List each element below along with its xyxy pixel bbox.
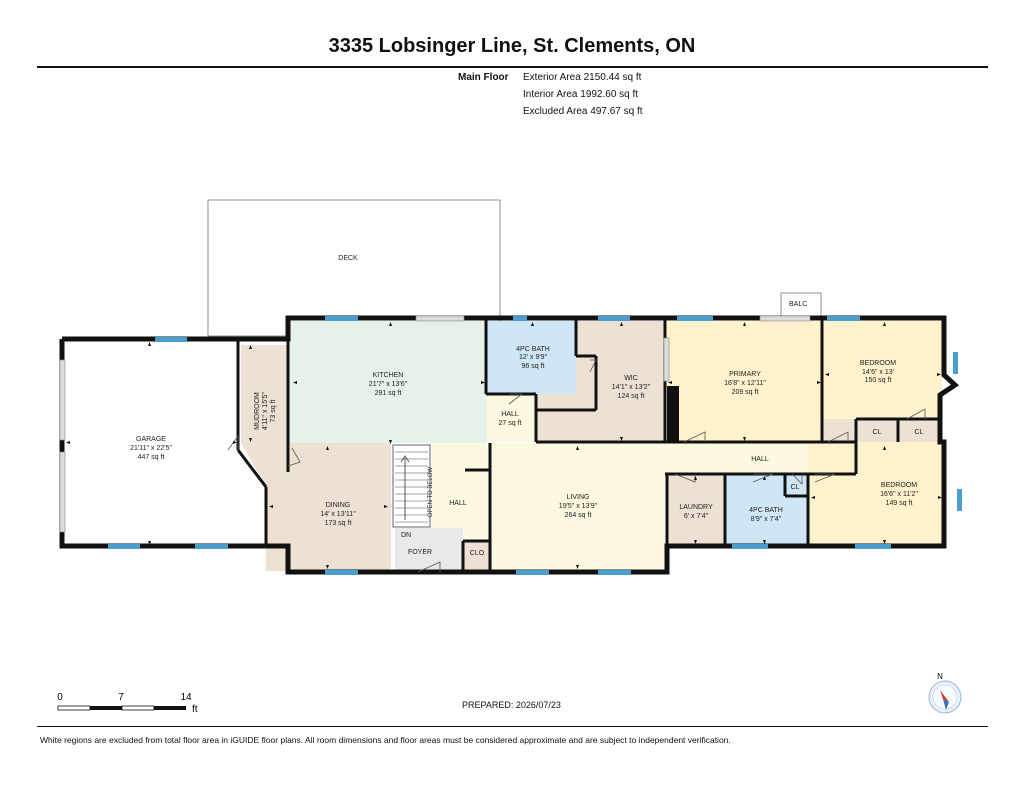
hall-small-label: HALL xyxy=(501,411,519,418)
compass-icon: N xyxy=(928,672,962,714)
wic-label: WIC xyxy=(624,375,638,382)
prepared-date: PREPARED: 2026/07/23 xyxy=(462,700,561,710)
excluded-area: Excluded Area 497.67 sq ft xyxy=(523,106,643,117)
closet-fill-1 xyxy=(822,419,942,442)
wic-fill-2 xyxy=(536,394,576,442)
primary-fill xyxy=(667,321,822,442)
garage-area: 447 sq ft xyxy=(138,454,165,461)
closet-1-label: CL xyxy=(873,429,882,436)
scale-label-0: 0 xyxy=(57,692,63,703)
scale-unit: ft xyxy=(192,704,198,715)
bedroom-1-fill xyxy=(822,321,942,419)
bath-upper-fill xyxy=(487,321,576,394)
bath-upper-area: 96 sq ft xyxy=(522,363,545,370)
mudroom-label: MUDROOM xyxy=(254,392,261,430)
bedroom-1-dims: 14'6" x 13' xyxy=(862,369,894,376)
garage-label: GARAGE xyxy=(136,436,166,443)
staircase xyxy=(392,444,431,528)
kitchen-fill xyxy=(288,321,487,443)
kitchen-dims: 21'7" x 13'6" xyxy=(369,381,408,388)
hall-small-fill xyxy=(487,394,536,442)
kitchen-label: KITCHEN xyxy=(373,372,404,379)
bedroom-2-fill xyxy=(808,442,944,546)
exterior-area: Exterior Area 2150.44 sq ft xyxy=(523,72,642,83)
page-title: 3335 Lobsinger Line, St. Clements, ON xyxy=(328,35,696,57)
kitchen-area: 291 sq ft xyxy=(375,390,402,397)
living-dims: 19'5" x 13'9" xyxy=(559,503,598,510)
bedroom-2-area: 149 sq ft xyxy=(886,500,913,507)
primary-dims: 16'8" x 12'11" xyxy=(724,380,766,387)
wic-area: 124 sq ft xyxy=(618,393,645,400)
compass-north-label: N xyxy=(937,672,943,681)
bath-upper-label: 4PC BATH xyxy=(516,346,550,353)
laundry-label: LAUNDRY xyxy=(679,504,713,511)
laundry-fill xyxy=(667,474,725,545)
living-fill xyxy=(490,443,665,571)
bath-lower-dims: 8'9" x 7'4" xyxy=(751,516,782,523)
dimension-ticks xyxy=(66,322,942,569)
foyer-fill xyxy=(395,528,463,572)
dining-dims: 14' x 13'11" xyxy=(320,511,356,518)
bath-lower-label: 4PC BATH xyxy=(749,507,783,514)
primary-area: 209 sq ft xyxy=(732,389,759,396)
hall-main-label: HALL xyxy=(751,456,769,463)
scale-label-7: 7 xyxy=(118,692,124,703)
clo-fill xyxy=(463,541,490,571)
bedroom-2-label: BEDROOM xyxy=(881,482,917,489)
footer-divider xyxy=(37,726,988,727)
laundry-dims: 6' x 7'4" xyxy=(684,513,709,520)
door-openings xyxy=(59,315,811,533)
mudroom-area: 73 sq ft xyxy=(270,399,277,422)
primary-wall-block xyxy=(667,386,679,442)
hall-left-label: HALL xyxy=(449,500,467,507)
dining-label: DINING xyxy=(326,502,351,509)
floor-name: Main Floor xyxy=(458,72,509,83)
wic-dims: 14'1" x 13'2" xyxy=(612,384,651,391)
bath-lower-fill xyxy=(725,474,808,545)
closet-3-label: CL xyxy=(791,484,800,491)
foyer-label: FOYER xyxy=(408,549,432,556)
living-area: 264 sq ft xyxy=(565,512,592,519)
garage-dims: 21'11" x 22'5" xyxy=(130,445,172,452)
bath-upper-dims: 12' x 9'9" xyxy=(519,354,548,361)
windows xyxy=(108,316,962,575)
closet-2-label: CL xyxy=(915,429,924,436)
scale-label-14: 14 xyxy=(180,692,192,703)
clo-label: CLO xyxy=(470,550,485,557)
scale-bar: 0 7 14 ft xyxy=(57,692,198,715)
stairs-down-label: DN xyxy=(401,532,411,539)
balcony-area xyxy=(780,292,822,320)
hall-small-area: 27 sq ft xyxy=(499,420,522,427)
primary-label: PRIMARY xyxy=(729,371,761,378)
deck-label: DECK xyxy=(338,255,358,262)
dining-area: 173 sq ft xyxy=(325,520,352,527)
mudroom-fill xyxy=(241,345,288,443)
balcony-label: BALC xyxy=(789,301,807,308)
bedroom-1-label: BEDROOM xyxy=(860,360,896,367)
interior-area: Interior Area 1992.60 sq ft xyxy=(523,89,639,100)
doors xyxy=(227,359,926,573)
wic-fill xyxy=(576,321,665,442)
footer-note: White regions are excluded from total fl… xyxy=(40,735,731,745)
bedroom-2-dims: 16'6" x 11'2" xyxy=(880,491,918,498)
open-to-below-label: OPEN TO BELOW xyxy=(428,467,434,517)
mudroom-dims: 4'11" x 15'5" xyxy=(262,392,269,430)
bedroom-1-area: 150 sq ft xyxy=(865,377,892,384)
header-divider xyxy=(37,66,988,68)
interior-walls xyxy=(236,320,940,571)
deck-area xyxy=(207,199,501,337)
living-label: LIVING xyxy=(567,494,590,501)
